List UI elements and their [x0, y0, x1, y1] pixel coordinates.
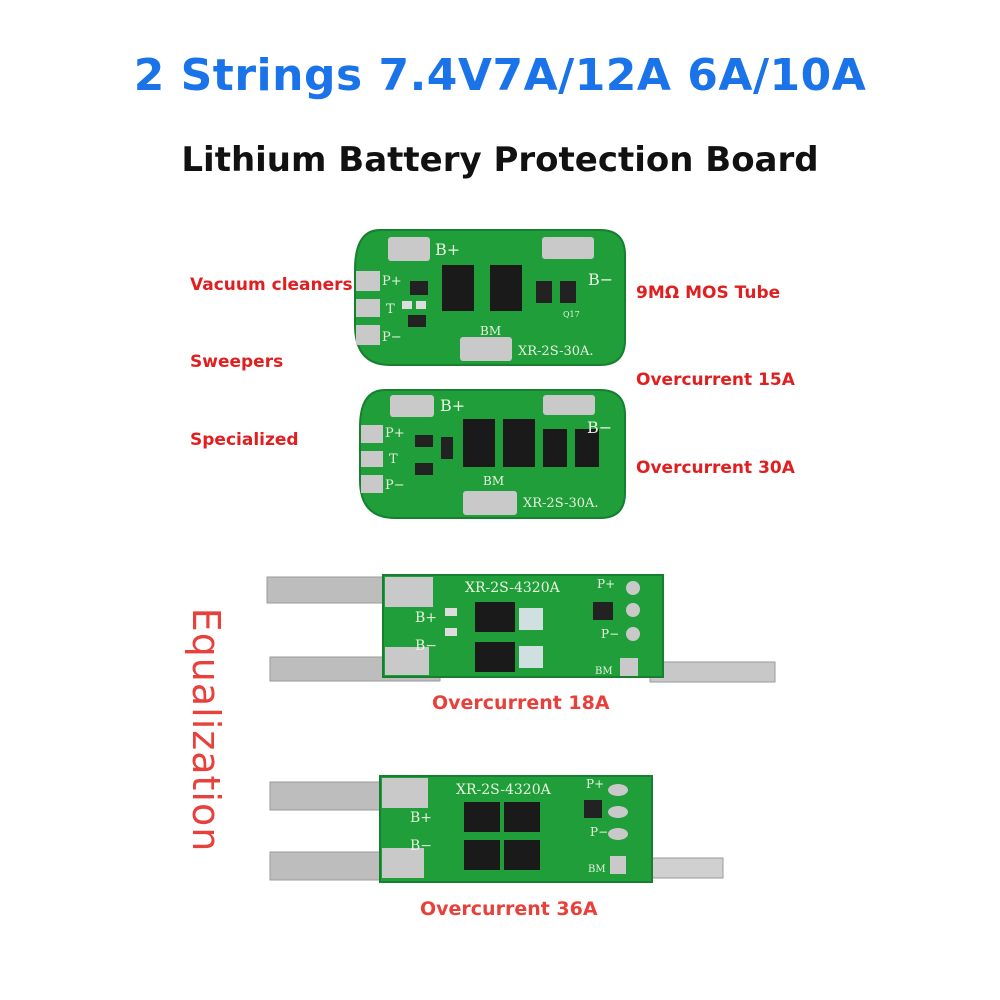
board2-pminus-text: P− [385, 478, 405, 493]
board2-bm-text: BM [483, 474, 504, 488]
label-overcurrent-30a: Overcurrent 30A [636, 458, 795, 478]
board1-pminus-text: P− [382, 330, 402, 345]
pcb-board-1: B+ B− P+ T P− BM Q17 XR-2S-30A. [354, 229, 626, 366]
label-overcurrent-15a: Overcurrent 15A [636, 370, 795, 390]
board4-bm-text: BM [588, 864, 606, 875]
label-mos-tube: 9MΩ MOS Tube [636, 283, 781, 303]
board1-chip-text: Q17 [563, 310, 580, 319]
board4-pplus-text: P+ [586, 777, 604, 791]
board1-model-text: XR-2S-30A. [518, 344, 594, 359]
label-overcurrent-36a: Overcurrent 36A [420, 898, 598, 920]
board2-model-text: XR-2S-30A. [523, 496, 599, 511]
label-vacuum-cleaners: Vacuum cleaners [190, 275, 353, 295]
pcb-board-3: XR-2S-4320A B+ B− P+ P− BM [266, 574, 776, 683]
label-sweepers: Sweepers [190, 352, 284, 372]
board2-bplus-text: B+ [440, 396, 465, 415]
board1-bplus-text: B+ [435, 240, 460, 259]
label-equalization: Equalization [184, 607, 228, 853]
board3-model-text: XR-2S-4320A [465, 580, 561, 596]
board2-pplus-text: P+ [385, 426, 405, 441]
board1-bm-text: BM [480, 324, 501, 338]
board1-bminus-text: B− [588, 270, 613, 289]
board4-pminus-text: P− [590, 825, 608, 839]
board3-pminus-text: P− [601, 627, 619, 641]
pcb-board-2: B+ B− P+ T P− BM XR-2S-30A. [359, 389, 626, 519]
board3-bplus-text: B+ [415, 610, 437, 626]
board4-bminus-text: B− [410, 838, 432, 854]
board4-bplus-text: B+ [410, 810, 432, 826]
board2-t-text: T [389, 452, 398, 467]
label-overcurrent-18a: Overcurrent 18A [432, 692, 610, 714]
page-subtitle: Lithium Battery Protection Board [181, 140, 819, 180]
board4-model-text: XR-2S-4320A [456, 782, 552, 798]
page-title: 2 Strings 7.4V7A/12A 6A/10A [133, 50, 867, 101]
board3-bm-text: BM [595, 666, 613, 677]
board3-bminus-text: B− [415, 638, 437, 654]
pcb-board-4: XR-2S-4320A B+ B− P+ P− BM [269, 775, 724, 883]
label-specialized: Specialized [190, 430, 299, 450]
board2-bminus-text: B− [587, 418, 612, 437]
board1-pplus-text: P+ [382, 274, 402, 289]
board1-t-text: T [386, 302, 395, 317]
board3-pplus-text: P+ [597, 577, 615, 591]
